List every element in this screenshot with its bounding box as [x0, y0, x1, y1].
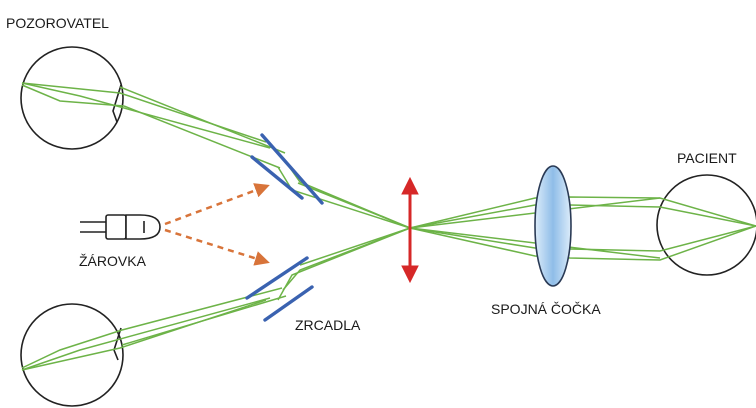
rays-lower-path — [21, 227, 411, 371]
label-patient: PACIENT — [677, 150, 737, 166]
mirror-top — [250, 133, 324, 205]
converging-lens — [534, 165, 572, 287]
label-bulb: ŽÁROVKA — [79, 253, 147, 269]
label-observer: POZOROVATEL — [6, 15, 109, 31]
observer-eye-bottom — [20, 303, 124, 407]
patient-eye — [656, 174, 756, 276]
light-arrows — [164, 183, 270, 266]
bulb-icon — [80, 214, 161, 240]
mirror-bottom — [245, 256, 314, 322]
label-mirrors: ZRCADLA — [295, 317, 361, 333]
focal-double-arrow — [401, 176, 419, 284]
label-lens: SPOJNÁ ČOČKA — [491, 301, 601, 317]
observer-eye-top — [20, 46, 124, 150]
